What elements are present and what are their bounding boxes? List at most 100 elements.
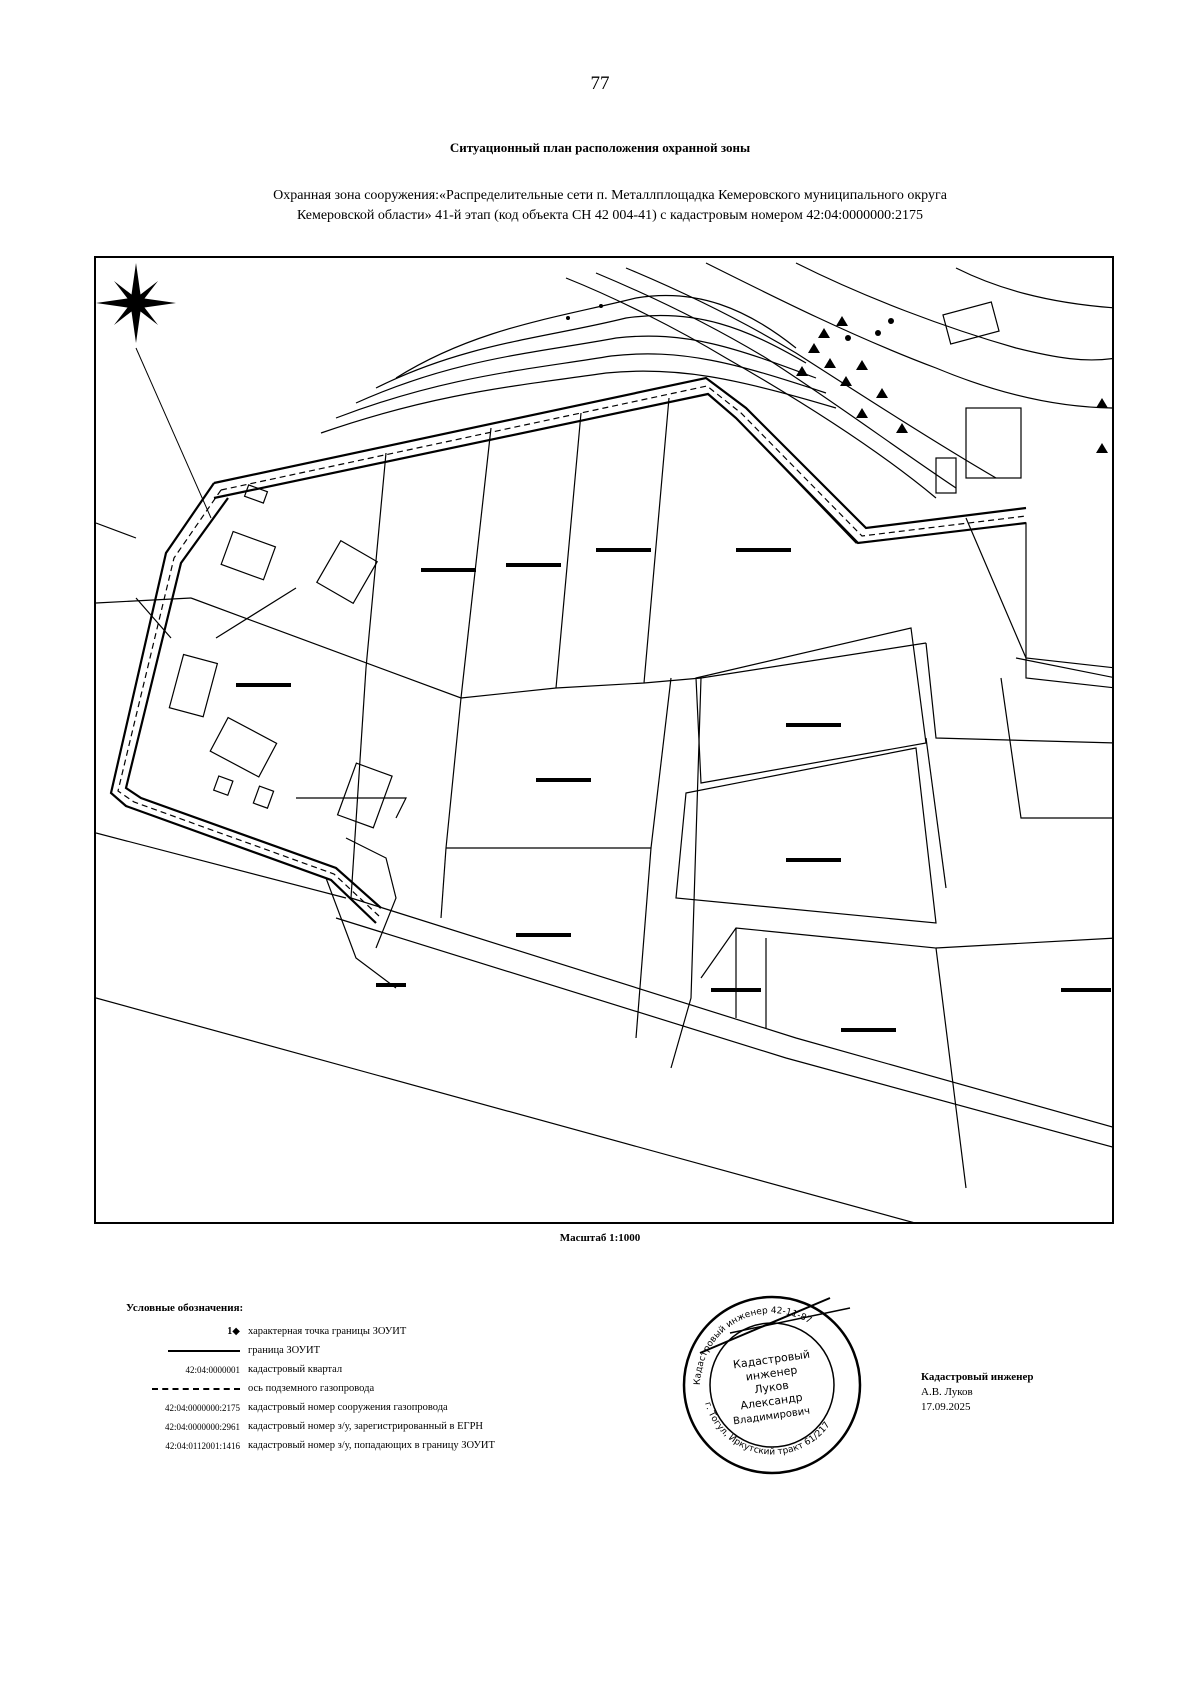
seal-line-3: Луков: [753, 1379, 789, 1397]
tree-icon: [845, 335, 851, 341]
parcel-label: [841, 1028, 896, 1032]
pipeline-axis: [220, 385, 1027, 537]
legend-item-text: кадастровый номер з/у, зарегистрированны…: [248, 1421, 483, 1432]
tree-icon: [840, 376, 852, 386]
parcel-label: [376, 983, 406, 987]
building: [220, 530, 277, 581]
contour-line: [595, 272, 957, 489]
parcel-label: [736, 548, 791, 552]
building: [252, 785, 275, 809]
contour-line: [795, 262, 1112, 361]
parcel-boundary: [1000, 677, 1112, 819]
engineer-seal-stamp: Кадастровый инженер Луков Александр Влад…: [682, 1295, 862, 1475]
parcel-label: [786, 723, 841, 727]
affected-parcel-symbol: 42:04:0112001:1416: [165, 1440, 240, 1451]
contour-line: [375, 314, 807, 389]
legend-item: 42:04:0000000:2961 кадастровый номер з/у…: [120, 1417, 680, 1436]
tree-icon: [875, 330, 881, 336]
parcel: [695, 627, 927, 784]
parcel-label: [421, 568, 476, 572]
seal-bottom-text: г. Тогул, Иркутский тракт 61/217: [702, 1401, 832, 1458]
tree-icon: [856, 360, 868, 370]
compass-rose-icon: [96, 263, 176, 343]
legend-item-text: ось подземного газопровода: [248, 1383, 375, 1394]
parcel-boundary: [635, 847, 652, 1039]
vegetation: [566, 304, 1108, 453]
parcel-label: [516, 933, 571, 937]
legend-item: 42:04:0000000:2175 кадастровый номер соо…: [120, 1398, 680, 1417]
tree-icon: [1096, 398, 1108, 408]
boundary-line-symbol: [120, 1349, 248, 1352]
signature-date: 17.09.2025: [921, 1401, 971, 1413]
pointer-line: [296, 797, 407, 819]
contour-line: [395, 294, 797, 379]
tree-icon: [796, 366, 808, 376]
legend-item-text: кадастровый квартал: [248, 1364, 343, 1375]
parcel-boundary: [700, 927, 967, 1189]
parcel-boundary: [935, 937, 1112, 949]
parcel-boundary: [440, 847, 447, 919]
legend-item: 42:04:0000001 кадастровый квартал: [120, 1360, 680, 1379]
pointer-line: [215, 587, 297, 639]
building: [168, 653, 219, 718]
parcel-labels: [236, 548, 1111, 1032]
parcel-boundary: [925, 737, 947, 889]
engineer-role: Кадастровый инженер: [921, 1371, 1034, 1383]
parcel-label: [596, 548, 651, 552]
building: [243, 484, 269, 504]
tree-icon: [888, 318, 894, 324]
parcel-boundary: [213, 393, 1112, 689]
situation-map: [94, 256, 1114, 1224]
parcel-boundary: [555, 412, 582, 689]
contour-line: [355, 335, 817, 404]
engineer-signature-block: Кадастровый инженер А.В. Луков 17.09.202…: [921, 1370, 1034, 1415]
tree-icon: [876, 388, 888, 398]
tree-icon: [856, 408, 868, 418]
parcel-boundary: [96, 832, 347, 899]
tree-icon: [566, 316, 570, 320]
road-line: [1015, 657, 1112, 678]
pointer-line: [325, 877, 397, 989]
tree-icon: [818, 328, 830, 338]
page-subtitle: Охранная зона сооружения:«Распределитель…: [150, 186, 1070, 226]
parcel-label: [236, 683, 291, 687]
parcel-boundary: [925, 642, 1112, 744]
building: [336, 762, 393, 829]
map-drawing: [96, 262, 1112, 1222]
parcel-boundary: [96, 597, 192, 604]
subtitle-line-2: Кемеровской области» 41-й этап (код объе…: [296, 208, 924, 223]
parcel-boundary: [650, 677, 672, 849]
contour-line: [335, 353, 827, 419]
quarter-symbol: 42:04:0000001: [185, 1364, 240, 1375]
map-scale: Масштаб 1:1000: [559, 1232, 641, 1244]
parcel-label: [786, 858, 841, 862]
legend-item: 42:04:0112001:1416 кадастровый номер з/у…: [120, 1436, 680, 1455]
pointer-line: [135, 597, 172, 639]
parcel-boundary: [445, 697, 462, 849]
legend-item-text: характерная точка границы ЗОУИТ: [248, 1326, 407, 1337]
building: [212, 775, 234, 797]
legend-item-text: граница ЗОУИТ: [248, 1345, 321, 1356]
parcel-label: [536, 778, 591, 782]
boundary-point-symbol: 1◆: [227, 1326, 240, 1337]
legend: Условные обозначения: 1◆ характерная точ…: [120, 1302, 680, 1455]
road-line: [335, 917, 1112, 1148]
tree-icon: [1096, 443, 1108, 453]
legend-item: ось подземного газопровода: [120, 1379, 680, 1398]
zouit-boundary: [109, 376, 1027, 924]
page-title: Ситуационный план расположения охранной …: [449, 140, 751, 155]
parcel-boundary: [350, 667, 367, 899]
parcel-boundary: [643, 397, 670, 684]
structure-number-symbol: 42:04:0000000:2175: [164, 1402, 240, 1413]
north-guide-line: [135, 347, 212, 519]
subtitle-line-1: Охранная зона сооружения:«Распределитель…: [273, 188, 947, 203]
pipeline-axis: [117, 489, 380, 917]
parcel: [675, 747, 937, 924]
parcel-boundary: [460, 427, 492, 699]
tree-icon: [896, 423, 908, 433]
pipeline-axis-symbol: [120, 1387, 248, 1390]
road-line: [96, 997, 914, 1222]
parcel-boundary: [670, 677, 702, 1069]
contour-line: [320, 370, 837, 434]
tree-icon: [808, 343, 820, 353]
